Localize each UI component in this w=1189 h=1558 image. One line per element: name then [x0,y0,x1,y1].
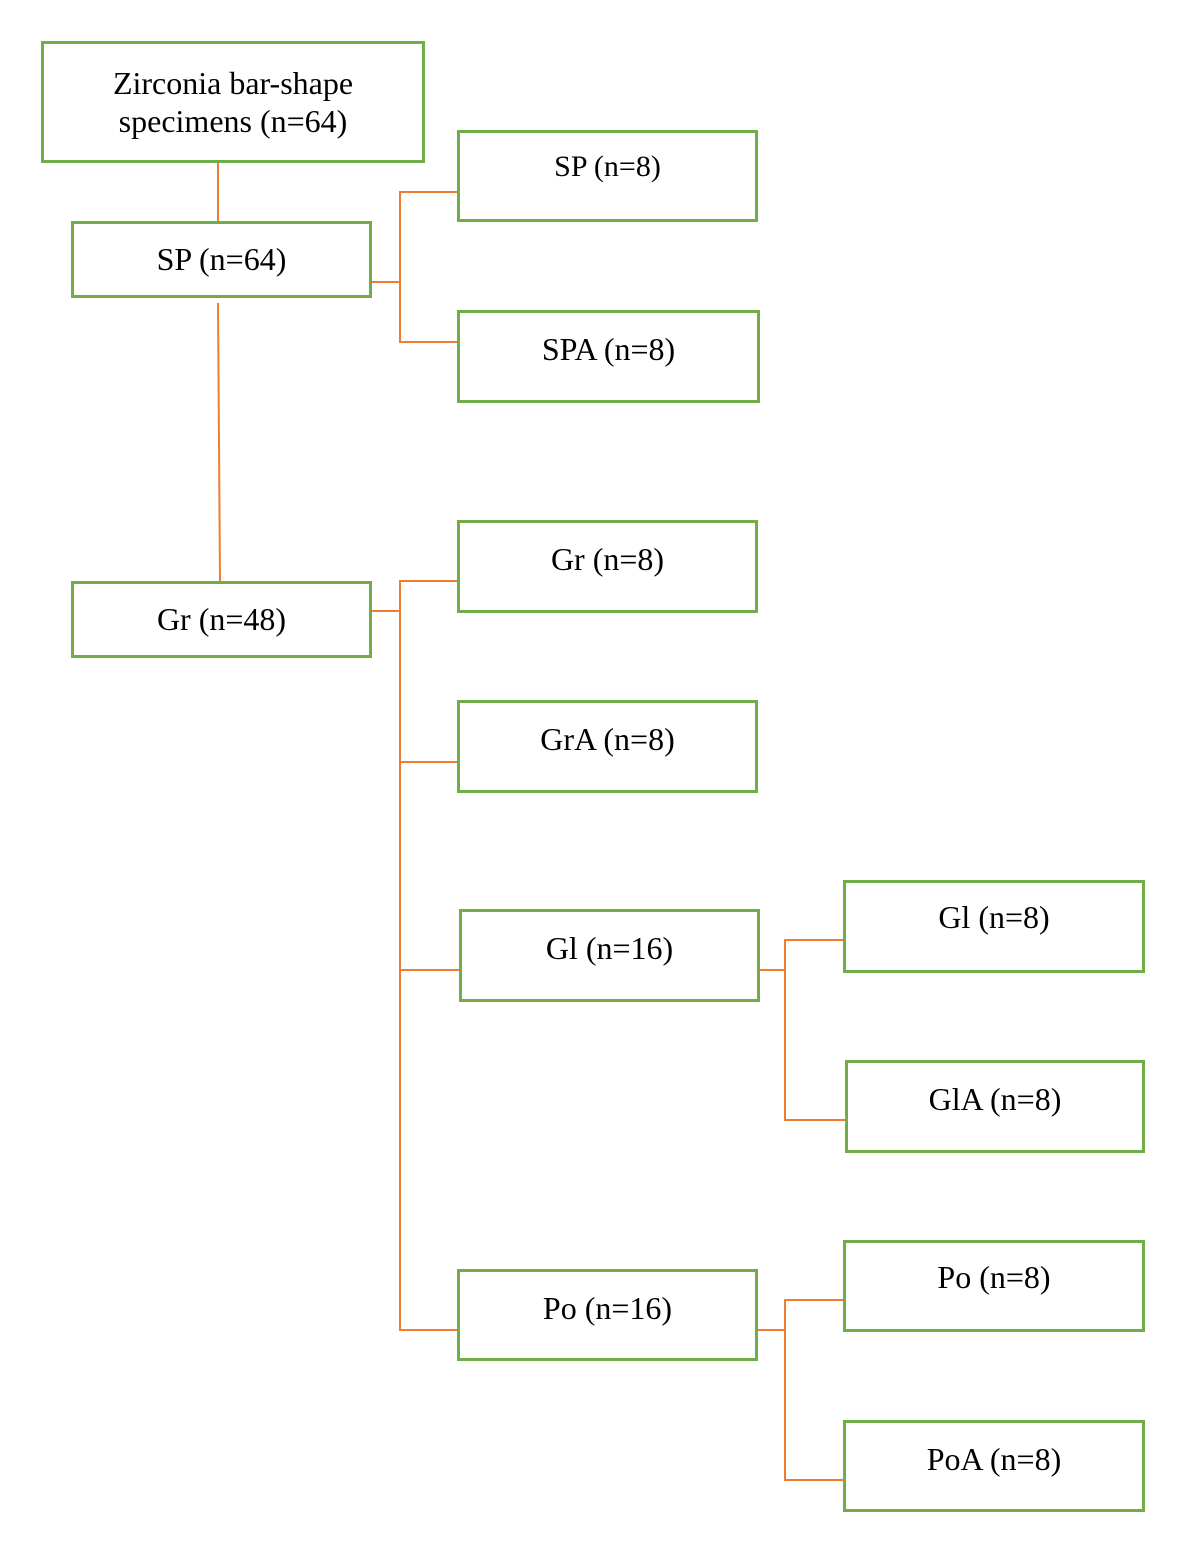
node-label: GrA (n=8) [540,721,675,758]
node-label: Gl (n=16) [545,930,674,967]
node-sp-64: SP (n=64) [71,221,372,298]
node-gr-8: Gr (n=8) [457,520,758,613]
node-label: PoA (n=8) [926,1440,1062,1477]
node-gr-48: Gr (n=48) [71,581,372,658]
connector-sp64-gr48 [216,302,222,583]
node-po-16: Po (n=16) [457,1269,758,1361]
node-spa-8: SPA (n=8) [457,310,760,403]
node-poa-8: PoA (n=8) [843,1420,1145,1512]
node-po-8: Po (n=8) [843,1240,1145,1332]
node-label: Gr (n=48) [156,601,287,638]
node-label: GlA (n=8) [928,1081,1062,1118]
node-label: Po (n=16) [542,1289,673,1326]
node-label: Po (n=8) [937,1258,1051,1295]
node-gla-8: GlA (n=8) [845,1060,1145,1153]
node-gl-8: Gl (n=8) [843,880,1145,973]
node-gl-16: Gl (n=16) [459,909,760,1002]
node-label: Gl (n=8) [938,899,1050,936]
node-label: Gr (n=8) [550,541,665,578]
node-label: SPA (n=8) [541,331,676,368]
node-label: SP (n=64) [156,241,287,278]
node-root-specimens: Zirconia bar-shape specimens (n=64) [41,41,425,163]
node-label: SP (n=8) [554,150,661,183]
node-sp-8: SP (n=8) [457,130,758,222]
node-label: Zirconia bar-shape specimens (n=64) [112,64,354,139]
node-gra-8: GrA (n=8) [457,700,758,793]
